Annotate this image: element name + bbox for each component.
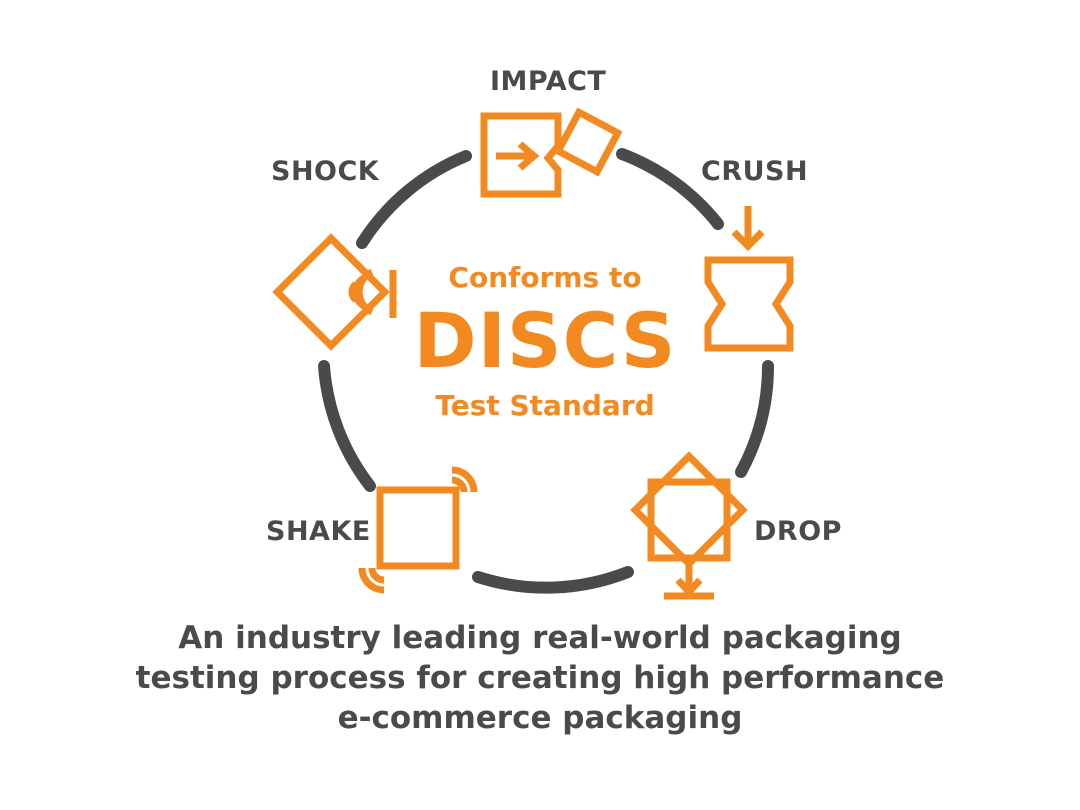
drop-label: DROP [754, 516, 842, 547]
shock-icon [272, 233, 397, 351]
shake-label: SHAKE [266, 516, 371, 547]
center-post-text: Test Standard [435, 389, 655, 422]
drop-icon [630, 451, 748, 600]
center-pre-text: Conforms to [448, 261, 642, 294]
tagline-line-3: e-commerce packaging [337, 700, 743, 736]
crush-icon [704, 206, 794, 352]
impact-label: IMPACT [490, 66, 607, 97]
center-title: Conforms to DISCS Test Standard [390, 258, 700, 426]
ring-segment-shake-shock [318, 360, 376, 492]
shock-label: SHOCK [271, 156, 380, 187]
ring-segment-crush-drop [735, 360, 774, 478]
tagline-line-2: testing process for creating high perfor… [135, 660, 945, 696]
ring-segment-drop-shake [472, 566, 634, 594]
tagline-line-1: An industry leading real-world packaging [178, 620, 902, 656]
crush-label: CRUSH [701, 156, 809, 187]
ring-segment-impact-crush [616, 148, 724, 230]
tagline: An industry leading real-world packaging… [40, 618, 1040, 738]
ring-segment-shock-impact [356, 150, 472, 249]
impact-icon [480, 107, 623, 198]
center-main-text: DISCS [413, 296, 677, 385]
shake-icon [358, 466, 478, 594]
